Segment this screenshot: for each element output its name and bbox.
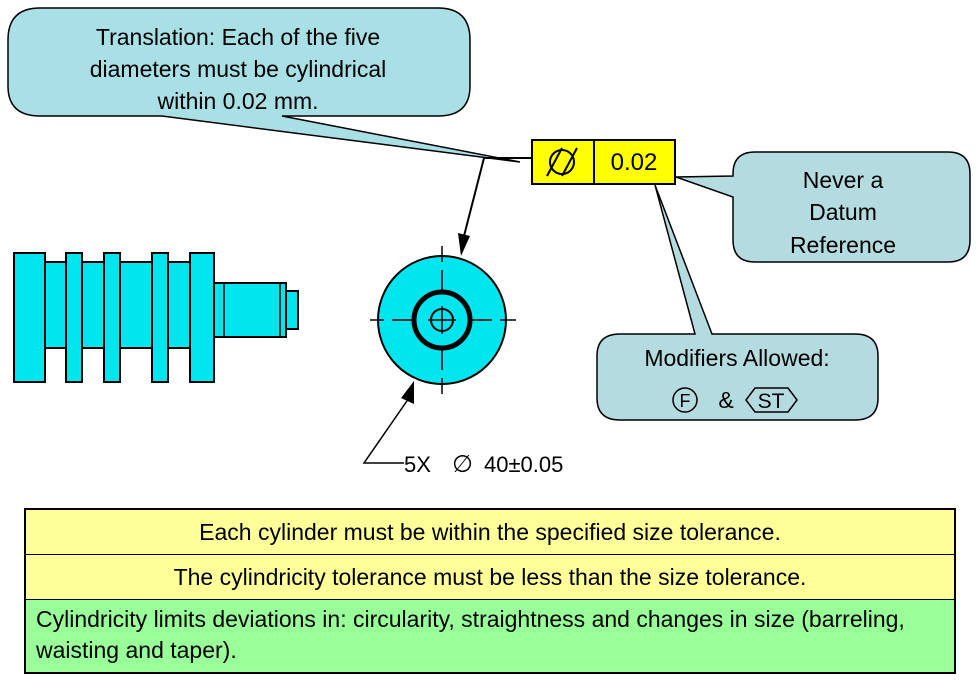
- modifiers-title: Modifiers Allowed:: [644, 345, 829, 371]
- translation-line-3: within 0.02 mm.: [156, 88, 318, 114]
- free-state-modifier-icon: [672, 387, 698, 413]
- modifier-f-label: F: [680, 391, 691, 411]
- rule-size-tolerance: Each cylinder must be within the specifi…: [26, 510, 954, 555]
- translation-bubble: [7, 7, 521, 163]
- datum-line-3: Reference: [790, 232, 896, 258]
- leader-arrowhead-icon: [458, 233, 470, 256]
- dimension-leader: [362, 381, 414, 464]
- translation-callout: Translation: Each of the five diameters …: [7, 7, 521, 163]
- dimension-arrowhead-icon: [401, 381, 414, 404]
- datum-line-2: Datum: [809, 199, 877, 225]
- translation-line-2: diameters must be cylindrical: [90, 56, 387, 82]
- modifiers-callout: Modifiers Allowed: F & ST: [596, 184, 879, 421]
- cylindricity-icon: [546, 147, 578, 177]
- diameter-symbol-icon: ∅: [452, 451, 473, 478]
- datum-line-1: Never a: [803, 167, 884, 193]
- part-end-view: [370, 246, 516, 394]
- dimension-value: 40±0.05: [484, 452, 563, 477]
- datum-callout: Never a Datum Reference: [675, 151, 971, 263]
- modifier-st-label: ST: [758, 390, 785, 413]
- rules-table: Each cylinder must be within the specifi…: [24, 508, 956, 674]
- modifier-and: &: [718, 387, 733, 413]
- rule-deviations: Cylindricity limits deviations in: circu…: [26, 600, 954, 672]
- feature-control-frame: 0.02: [531, 139, 676, 185]
- datum-bubble: [675, 151, 971, 263]
- statistical-tolerance-modifier-icon: [745, 387, 798, 413]
- fcf-symbol-cell: [531, 139, 595, 185]
- modifiers-bubble: [596, 184, 879, 421]
- rule-cylindricity-less-than-size: The cylindricity tolerance must be less …: [26, 555, 954, 600]
- dimension-count: 5X: [404, 452, 431, 477]
- part-side-view: [13, 252, 299, 383]
- translation-line-1: Translation: Each of the five: [96, 24, 380, 50]
- fcf-tolerance-cell: [593, 139, 676, 185]
- center-lines: [370, 246, 516, 394]
- fcf-leader: [458, 157, 532, 256]
- diameter-dimension: 5X ∅ 40±0.05: [404, 451, 563, 478]
- fcf-tolerance-value: 0.02: [611, 149, 658, 176]
